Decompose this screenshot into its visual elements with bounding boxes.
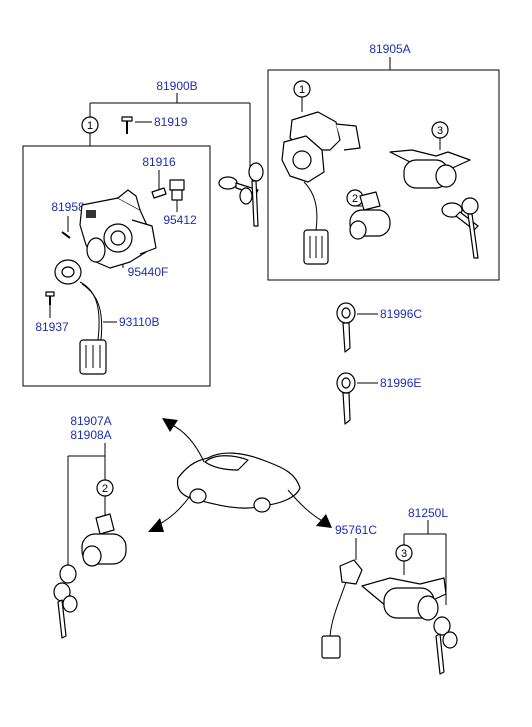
key-pair-trunk [433,616,458,675]
part-label-93110B[interactable]: 93110B [119,315,159,329]
part-label-81908A[interactable]: 81908A [70,428,111,442]
part-label-81996E[interactable]: 81996E [380,376,421,390]
trunk-lock-right [389,149,471,189]
arrow-to-trunk [287,489,332,528]
part-label-95412[interactable]: 95412 [163,213,197,227]
key-pair-right [441,197,479,259]
key-pair-bottom [53,564,78,639]
part-label-81919[interactable]: 81919 [154,115,188,129]
switch-harness-part [79,281,107,375]
bolt-81916-part [151,187,167,199]
connector-95412-part [169,179,185,201]
key-pair-81900B [218,162,264,227]
callout-3-right: 3 [431,121,449,139]
callout-1-right: 1 [293,80,311,98]
key-blank-81996C-part [336,302,356,353]
ignition-lock-assembly [79,189,157,269]
part-label-81250L[interactable]: 81250L [408,506,448,520]
door-lock-cylinder-right [349,191,391,240]
trunk-lock-bottom [361,577,447,621]
part-label-81900B[interactable]: 81900B [156,79,197,93]
door-lock-cylinder-bottom [81,513,127,567]
part-label-81996C[interactable]: 81996C [380,307,422,321]
screw-81937-part [45,291,55,305]
part-label-95761C[interactable]: 95761C [335,523,377,537]
key-blank-81996E-part [336,372,356,425]
part-label-81958[interactable]: 81958 [51,200,85,214]
callout-2-bottom: 2 [96,479,114,497]
callout-3-bottom: 3 [395,544,413,562]
part-label-81905A[interactable]: 81905A [369,42,410,56]
screw-81958-part [61,231,71,239]
assembly-box-left [22,145,211,387]
arrow-to-ignition [162,418,205,463]
immobilizer-coil-part [54,259,82,285]
svg-text:2: 2 [102,483,108,495]
arrow-to-door-lock [148,495,191,532]
assembly-box-right [267,69,500,281]
screw-81919-part [121,116,133,134]
svg-text:3: 3 [401,548,407,560]
part-label-81916[interactable]: 81916 [142,155,176,169]
svg-text:1: 1 [87,120,93,132]
part-label-81937[interactable]: 81937 [35,320,69,334]
svg-text:3: 3 [437,125,443,137]
trunk-switch-part [321,559,363,659]
svg-text:1: 1 [299,84,305,96]
part-label-95440F[interactable]: 95440F [128,265,169,279]
car-silhouette [176,452,301,513]
callout-1-left: 1 [81,116,99,134]
ignition-lock-assembly-right [281,111,361,265]
svg-text:2: 2 [352,193,358,205]
part-label-81907A[interactable]: 81907A [70,414,111,428]
